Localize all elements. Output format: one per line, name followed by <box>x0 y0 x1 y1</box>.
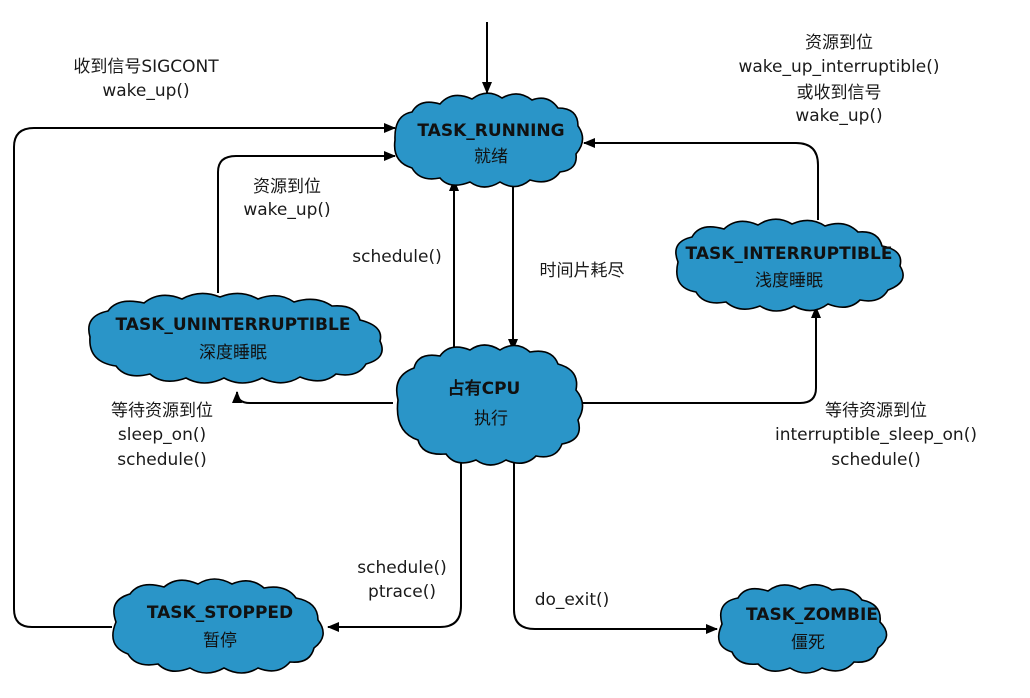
label-line: do_exit() <box>535 590 610 610</box>
state-subtitle: 执行 <box>474 409 508 429</box>
states: TASK_RUNNING 就绪 TASK_INTERRUPTIBLE 浅度睡眠 … <box>88 92 904 674</box>
label-line: 时间片耗尽 <box>540 261 625 281</box>
label-line: 等待资源到位 <box>111 401 213 421</box>
state-subtitle: 浅度睡眠 <box>755 271 823 291</box>
label-line: 收到信号SIGCONT <box>73 57 219 77</box>
label-line: wake_up() <box>795 106 882 126</box>
cloud-shape <box>675 218 904 312</box>
label-uninterruptible-wakeup: 资源到位 wake_up() <box>243 177 330 220</box>
label-line: schedule() <box>831 450 920 470</box>
edge-labels: 收到信号SIGCONT wake_up() 资源到位 wake_up_inter… <box>73 33 977 610</box>
state-subtitle: 深度睡眠 <box>199 343 267 363</box>
cloud-shape <box>393 92 584 188</box>
edges <box>13 22 821 634</box>
label-to-interruptible: 等待资源到位 interruptible_sleep_on() schedule… <box>775 401 977 470</box>
edge-uninterruptible-to-running <box>217 151 396 293</box>
label-to-stopped: schedule() ptrace() <box>357 558 446 602</box>
edge-cpu-to-stopped <box>327 460 462 632</box>
cloud-shape <box>112 578 324 674</box>
label-line: schedule() <box>117 450 206 470</box>
state-task-running[interactable]: TASK_RUNNING 就绪 <box>393 92 584 188</box>
label-line: interruptible_sleep_on() <box>775 425 977 445</box>
edge-stopped-to-running <box>13 123 396 628</box>
state-cpu-running[interactable]: 占有CPU 执行 <box>395 344 584 466</box>
label-line: 资源到位 <box>805 33 873 53</box>
edge-cpu-to-interruptible <box>582 306 821 404</box>
cloud-shape <box>88 292 383 384</box>
state-task-zombie[interactable]: TASK_ZOMBIE 僵死 <box>717 583 888 674</box>
label-interruptible-wakeup: 资源到位 wake_up_interruptible() 或收到信号 wake_… <box>738 33 939 126</box>
state-task-uninterruptible[interactable]: TASK_UNINTERRUPTIBLE 深度睡眠 <box>88 292 383 384</box>
label-line: wake_up() <box>243 200 330 220</box>
state-name: TASK_INTERRUPTIBLE <box>686 244 893 264</box>
state-subtitle: 僵死 <box>791 633 825 653</box>
label-line: 或收到信号 <box>797 83 882 103</box>
label-line: wake_up_interruptible() <box>738 57 939 77</box>
state-name: TASK_UNINTERRUPTIBLE <box>116 315 351 335</box>
state-task-stopped[interactable]: TASK_STOPPED 暂停 <box>112 578 324 674</box>
edge-cpu-to-uninterruptible <box>232 391 393 404</box>
state-name: 占有CPU <box>448 378 521 399</box>
state-name: TASK_STOPPED <box>147 603 293 623</box>
label-to-zombie: do_exit() <box>535 590 610 610</box>
label-to-uninterruptible: 等待资源到位 sleep_on() schedule() <box>111 401 213 470</box>
edge-interruptible-to-running <box>583 138 819 220</box>
edge-cpu-to-zombie <box>513 462 718 634</box>
label-line: schedule() <box>357 558 446 578</box>
cloud-shape <box>717 583 888 674</box>
label-line: ptrace() <box>368 582 436 602</box>
cloud-shape <box>395 344 584 466</box>
label-line: wake_up() <box>102 81 189 101</box>
state-subtitle: 就绪 <box>474 147 508 167</box>
label-line: sleep_on() <box>118 425 206 445</box>
label-line: schedule() <box>352 247 441 267</box>
label-line: 资源到位 <box>253 177 321 197</box>
label-timeslice: 时间片耗尽 <box>540 261 625 281</box>
state-name: TASK_RUNNING <box>417 121 564 141</box>
state-subtitle: 暂停 <box>203 631 237 651</box>
label-schedule: schedule() <box>352 247 441 267</box>
state-name: TASK_ZOMBIE <box>746 605 878 625</box>
state-task-interruptible[interactable]: TASK_INTERRUPTIBLE 浅度睡眠 <box>675 218 904 312</box>
label-line: 等待资源到位 <box>825 401 927 421</box>
label-sigcont: 收到信号SIGCONT wake_up() <box>73 57 219 101</box>
